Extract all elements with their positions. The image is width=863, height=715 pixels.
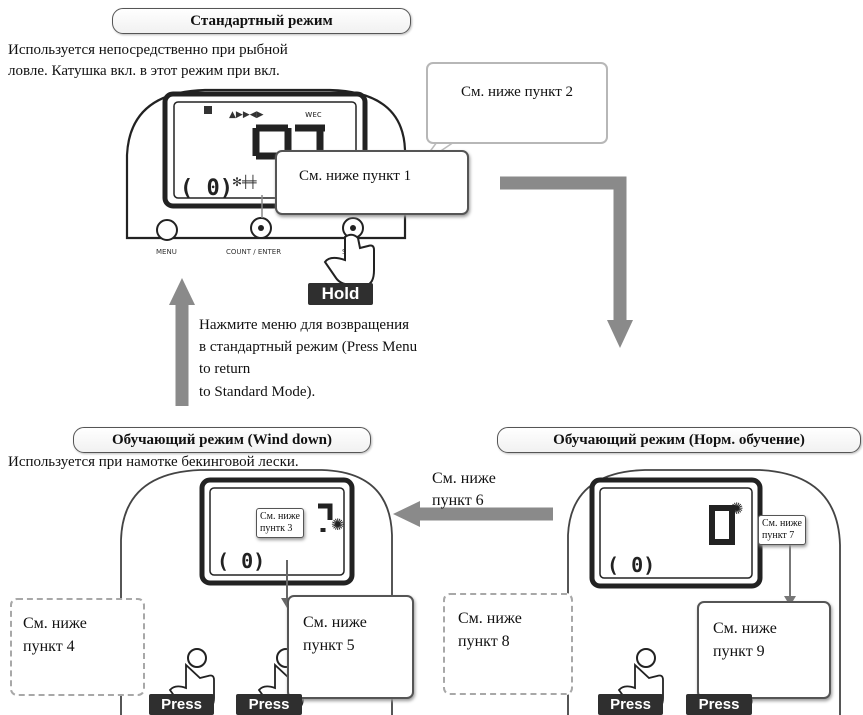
hold-hand-icon — [323, 233, 375, 286]
return-note-line3: to return — [199, 361, 251, 377]
callout-point-4: См. ниже пункт 4 — [10, 598, 145, 696]
callout-point-2: См. ниже пункт 2 — [426, 62, 608, 144]
standard-mode-desc-line1: Используется непосредственно при рыбной — [8, 42, 288, 58]
hold-label: Hold — [308, 283, 373, 305]
normal-learning-mode-title: Обучающий режим (Норм. обучение) — [497, 427, 861, 453]
callout-point-6: См. ниже пункт 6 — [432, 470, 496, 509]
svg-text:✺: ✺ — [331, 515, 344, 534]
wind-down-mode-title: Обучающий режим (Wind down) — [73, 427, 371, 453]
btn-label-count: COUNT / ENTER — [226, 248, 281, 256]
svg-text:ᴡᴇᴄ: ᴡᴇᴄ — [305, 110, 322, 120]
return-note-line2: в стандартный режим (Press Menu — [199, 339, 418, 355]
callout-point-3: См. ниже пунтк 3 — [256, 508, 304, 538]
callout-point-1: См. ниже пункт 1 — [275, 150, 469, 215]
callout-point-9: См. ниже пункт 9 — [697, 601, 831, 699]
callout-point-7: См. ниже пункт 7 — [758, 515, 806, 545]
svg-text:✻╪╪: ✻╪╪ — [232, 174, 257, 189]
return-note-line1: Нажмите меню для возвращения — [199, 317, 410, 333]
wind-down-mode-desc: Используется при намотке бекинговой леск… — [8, 454, 299, 470]
press-label-wind-menu: Press — [149, 694, 214, 715]
btn-label-menu: MENU — [156, 248, 177, 256]
standard-mode-title: Стандартный режим — [112, 8, 411, 34]
arrow-to-wind-down — [393, 501, 553, 527]
svg-text:( 0): ( 0) — [180, 176, 233, 201]
svg-text:( 0): ( 0) — [217, 549, 265, 573]
return-note-line4: to Standard Mode). — [199, 384, 316, 400]
svg-text:✺: ✺ — [730, 499, 743, 518]
press-label-normal-count: Press — [686, 694, 752, 715]
arrow-return-to-standard — [169, 278, 195, 406]
callout-point-5: См. ниже пункт 5 — [287, 595, 414, 699]
press-label-wind-count: Press — [236, 694, 302, 715]
standard-mode-desc-line2: ловле. Катушка вкл. в этот режим при вкл… — [8, 63, 280, 79]
callout-point-8: См. ниже пункт 8 — [443, 593, 573, 695]
svg-text:( 0): ( 0) — [607, 553, 655, 577]
press-label-normal-menu: Press — [598, 694, 663, 715]
standard-mode-reel-panel — [125, 88, 407, 240]
svg-text:▲▶▶◀▶: ▲▶▶◀▶ — [229, 110, 264, 120]
arrow-to-normal-learning — [500, 176, 633, 348]
